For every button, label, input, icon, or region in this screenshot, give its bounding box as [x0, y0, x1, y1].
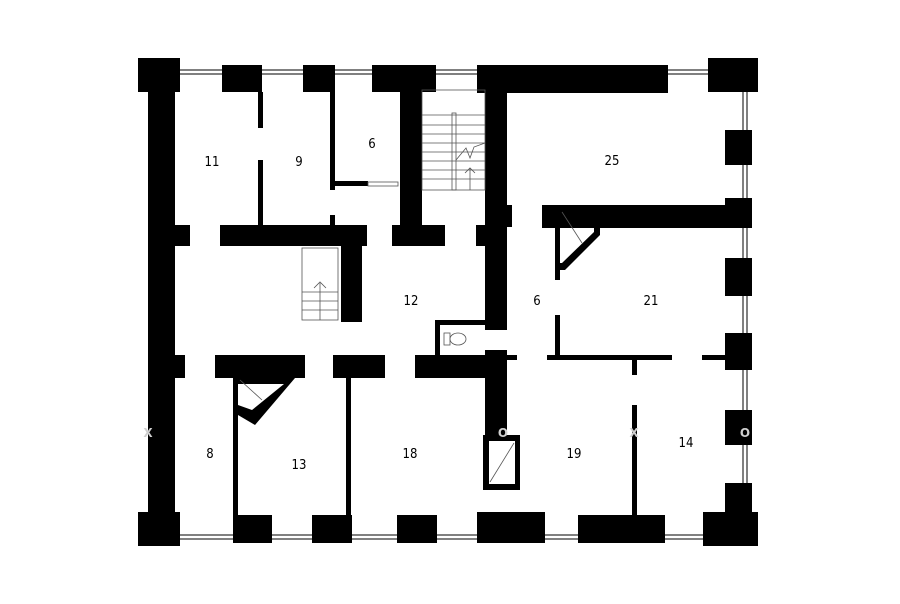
room-25-label: 25 [605, 154, 620, 169]
room-11-label: 11 [205, 155, 220, 170]
marker-x: X [143, 426, 153, 440]
room-6-north-label: 6 [368, 137, 375, 152]
marker-x: X [629, 426, 639, 440]
room-12-label: 12 [404, 294, 419, 309]
room-labels: 11 9 6 25 12 6 21 8 13 18 19 14 [205, 137, 694, 473]
stair-steps [422, 114, 485, 180]
room-6-east-label: 6 [533, 294, 540, 309]
room-21-label: 21 [644, 294, 659, 309]
room-19-label: 19 [567, 447, 582, 462]
up-arrow-icon [313, 281, 327, 289]
marker-o: O [498, 426, 508, 440]
room-18-label: 18 [403, 447, 418, 462]
walls [138, 58, 758, 546]
room-8-label: 8 [206, 447, 213, 462]
room-14-label: 14 [679, 436, 694, 451]
windows [175, 69, 748, 540]
marker-o: O [740, 426, 750, 440]
staircases [301, 89, 486, 321]
break-line [455, 142, 486, 161]
room-13-label: 13 [292, 458, 307, 473]
room-9-label: 9 [295, 155, 302, 170]
section-markers: X O X O [143, 426, 750, 440]
